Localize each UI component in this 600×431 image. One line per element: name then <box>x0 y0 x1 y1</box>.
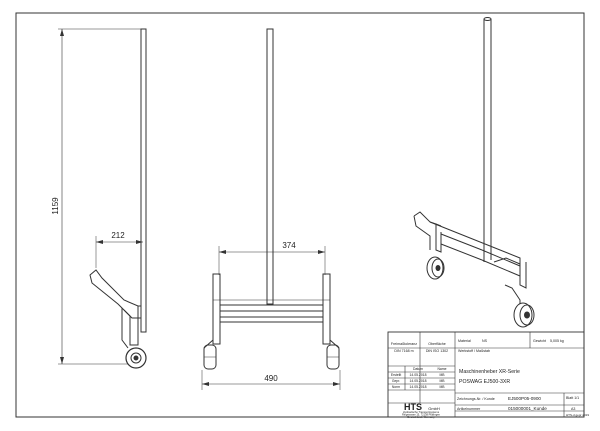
surface-label: Oberfläche <box>428 342 446 346</box>
surface-value: DIN ISO 1302 <box>426 349 448 353</box>
sheet-frame <box>15 12 585 418</box>
format-value: A3 <box>571 407 575 411</box>
row-2-name: MB <box>439 379 445 383</box>
row-1-date: 14.05.2018 <box>410 373 427 377</box>
tolerance-value: DIN 7168 m <box>394 349 413 353</box>
article-label: Artikelnummer <box>457 407 481 411</box>
row-2-date: 14.05.2018 <box>410 379 427 383</box>
revision-note: HTS-d gepr 2019 <box>566 413 589 417</box>
dim-374-label: 374 <box>282 241 296 250</box>
row-1-name: MB <box>439 373 445 377</box>
weight-label: Gewicht <box>533 339 546 343</box>
title-block-text: Freimaßtoleranz DIN 7168 m Oberfläche DI… <box>391 339 590 419</box>
article-value: 015000001_Kunde <box>508 406 547 411</box>
company-sub-2: Ringstrasse 15, 72138 Pfullingen <box>402 413 441 417</box>
isometric-view <box>413 17 535 328</box>
drawing-no-label: Zeichnungs-Nr. / Kunde <box>457 397 495 401</box>
drawing-title-1: Maschinenheber XR-Serie <box>459 369 520 375</box>
company-suffix: GmbH <box>428 406 440 411</box>
material-value: NS <box>482 339 488 343</box>
weight-value: 5,005 kg <box>550 339 564 343</box>
row-3-name: MB <box>439 385 445 389</box>
col-datum: Datum <box>413 367 423 371</box>
dim-490-label: 490 <box>264 374 278 383</box>
row-3-date: 14.05.2018 <box>410 385 427 389</box>
side-view <box>58 28 147 369</box>
tolerance-label: Freimaßtoleranz <box>391 342 417 346</box>
col-name: Name <box>437 367 446 371</box>
row-3-label: Norm <box>392 385 400 389</box>
material-label: Material <box>458 339 471 343</box>
drawing-title-2: POSWAG EJ500-3XR <box>459 379 510 385</box>
sheet-value: Blatt 1/1 <box>566 396 579 400</box>
scale-label: Werkstoff / Maßstab <box>458 349 490 353</box>
company-logo: HTS <box>404 402 422 412</box>
front-view <box>201 28 341 390</box>
row-1-label: Erstellt <box>391 373 401 377</box>
drawing-no-value: EJ500P05-0900 <box>508 396 541 401</box>
title-block <box>387 331 585 418</box>
dim-height-label: 1159 <box>51 197 60 215</box>
company-sub-1: Hydraulische Transportsysteme <box>403 410 440 414</box>
dim-212-label: 212 <box>111 231 125 240</box>
company-sub-3: Deutschland / Germany <box>407 415 435 419</box>
row-2-label: Gepr. <box>392 379 400 383</box>
